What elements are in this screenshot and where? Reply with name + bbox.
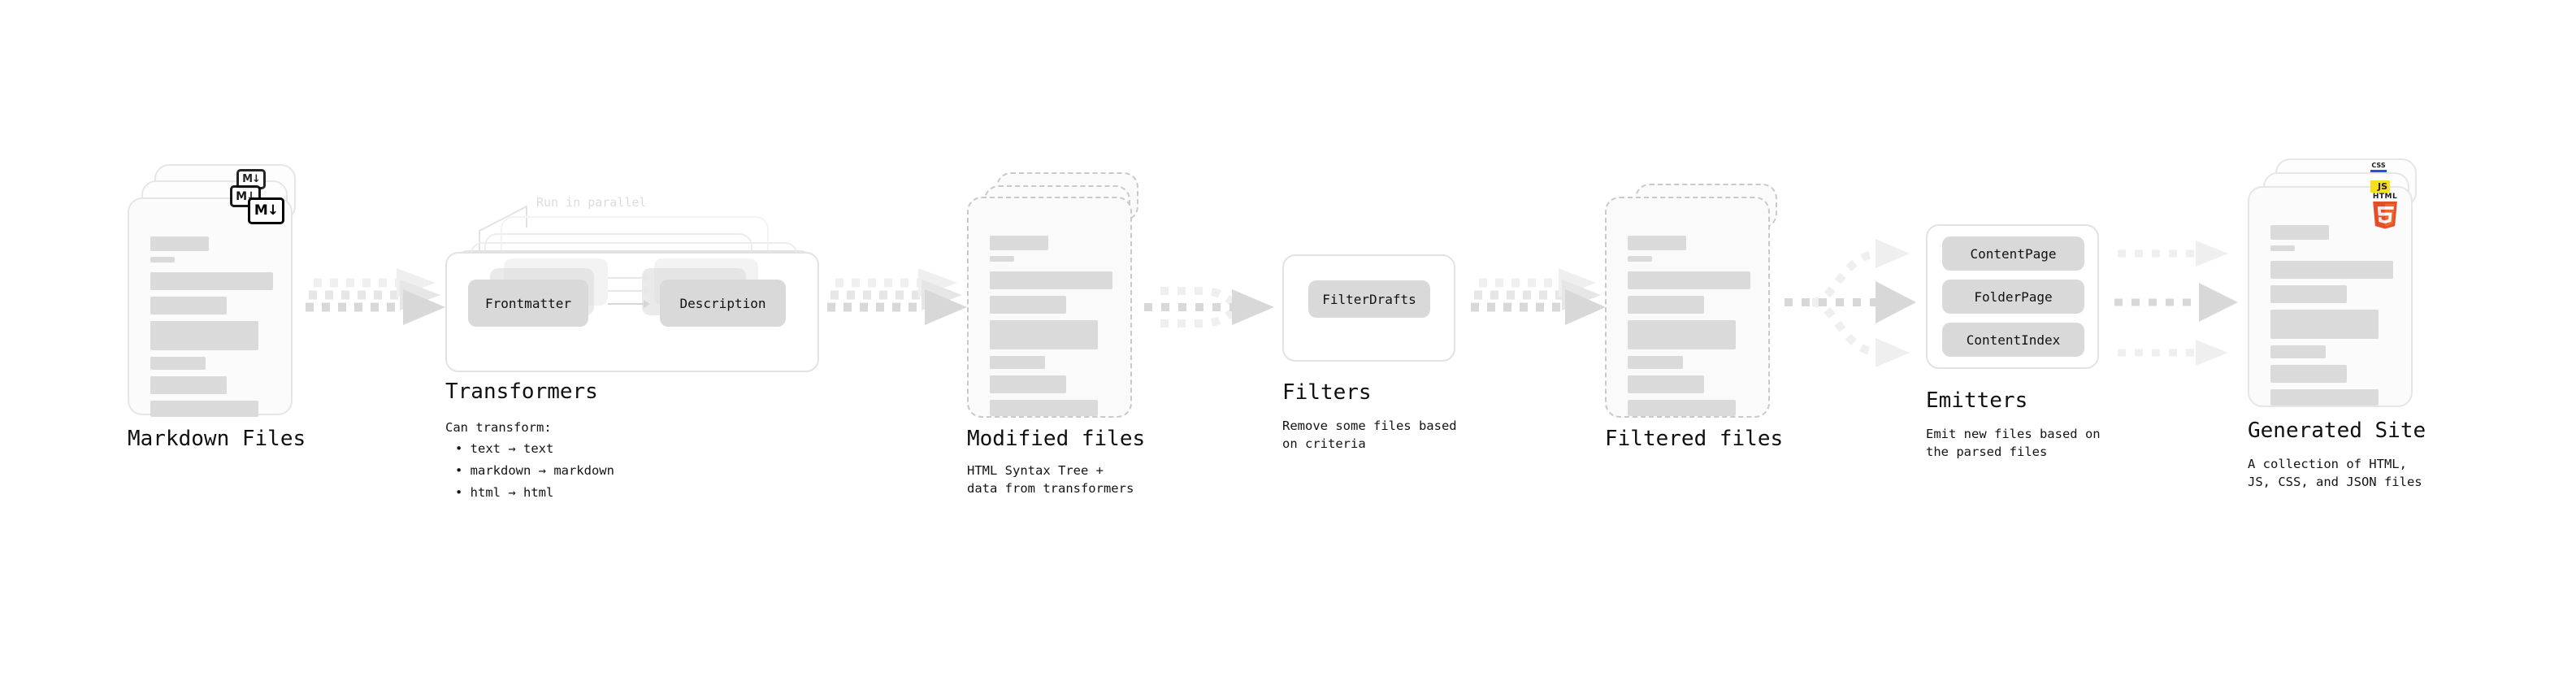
modified-doc-lines (990, 236, 1112, 416)
generated-site-caption: A collection of HTML, JS, CSS, and JSON … (2248, 457, 2422, 490)
emitter-node-folderpage[interactable]: FolderPage (1942, 280, 2084, 314)
markdown-doc-lines (150, 236, 273, 417)
js-badge: JS (2370, 180, 2390, 193)
emitter-node-contentindex[interactable]: ContentIndex (1942, 323, 2084, 357)
transformer-inner-arrows (608, 274, 650, 308)
html5-badge-label: HTML (2372, 193, 2398, 201)
css-badge-label: CSS (2371, 162, 2386, 169)
modified-files-caption: HTML Syntax Tree + data from transformer… (967, 463, 1134, 497)
generated-site-title: Generated Site (2248, 419, 2426, 443)
emitters-title: Emitters (1926, 388, 2028, 413)
filtered-doc-lines (1628, 236, 1750, 416)
connector-md-to-transformers (306, 268, 445, 325)
modified-files-title: Modified files (967, 427, 1146, 451)
connector-filtered-to-emitters (1785, 239, 1916, 367)
html5-badge: HTML (2371, 193, 2399, 232)
connector-emitters-to-site (2114, 241, 2238, 366)
emitter-node-contentpage[interactable]: ContentPage (1942, 236, 2084, 271)
transformers-bullet-1: • markdown → markdown (455, 463, 614, 478)
connector-filters-to-filtered (1471, 268, 1606, 325)
run-in-parallel-label: Run in parallel (536, 195, 647, 210)
markdown-files-title: Markdown Files (128, 427, 306, 451)
filters-caption: Remove some files based on criteria (1282, 419, 1457, 452)
markdown-card-front (128, 197, 293, 417)
transformer-node-description[interactable]: Description (660, 280, 786, 327)
modified-card-front (967, 197, 1132, 418)
filters-title: Filters (1282, 380, 1372, 405)
markdown-badge-back-1: M↓ (230, 185, 261, 207)
markdown-badge: M↓ (248, 197, 284, 224)
transformers-bullet-0: • text → text (455, 441, 554, 456)
connector-transformers-to-modified (827, 268, 967, 325)
css-badge-bar (2370, 170, 2387, 172)
filtered-files-title: Filtered files (1605, 427, 1784, 451)
emitters-caption: Emit new files based on the parsed files (1926, 427, 2101, 460)
html5-shield-icon (2373, 202, 2397, 229)
site-doc-lines (2270, 225, 2393, 406)
css-badge: CSS (2370, 163, 2387, 172)
transformer-node-frontmatter[interactable]: Frontmatter (468, 280, 588, 327)
connector-modified-to-filters (1144, 287, 1274, 327)
transformers-caption: Can transform: (445, 420, 552, 435)
filtered-card-front (1605, 197, 1770, 418)
transformers-bullet-2: • html → html (455, 485, 554, 500)
filter-node-filterdrafts[interactable]: FilterDrafts (1308, 280, 1430, 318)
transformers-title: Transformers (445, 380, 598, 404)
